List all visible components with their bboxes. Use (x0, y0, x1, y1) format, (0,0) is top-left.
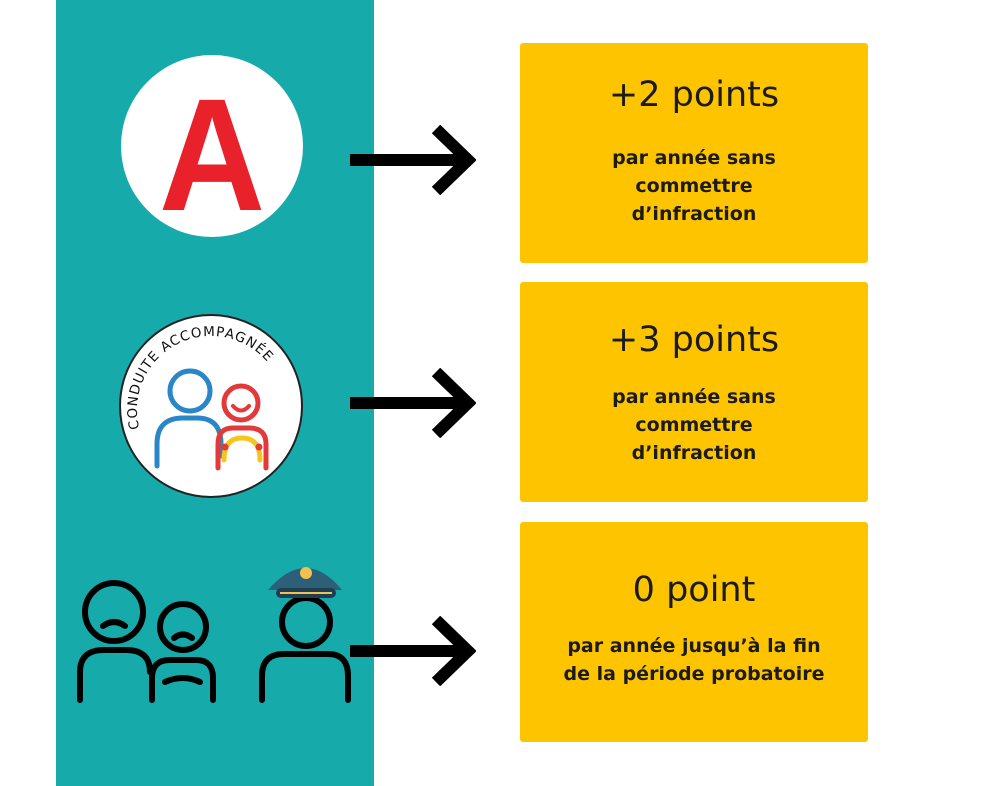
points-card-accompanied: +3 points par année sans commettre d’inf… (520, 282, 868, 502)
card-line: d’infraction (631, 442, 757, 464)
letter-a-text: A (159, 65, 265, 237)
card-line: par année sans (612, 386, 776, 408)
points-card-offence: 0 point par année jusqu’à la fin de la p… (520, 522, 868, 742)
arrow-right-icon (350, 368, 476, 438)
card-line: par année sans (612, 147, 776, 169)
card-line: commettre (635, 414, 753, 436)
points-card-a: +2 points par année sans commettre d’inf… (520, 43, 868, 263)
card-title: 0 point (632, 570, 756, 610)
card-line: d’infraction (631, 203, 757, 225)
card-line: par année jusqu’à la fin (567, 635, 821, 657)
arrow-right-icon (350, 125, 476, 195)
accompanied-driving-badge: CONDUITE ACCOMPAGNÉE (119, 314, 303, 498)
card-line: commettre (635, 175, 753, 197)
new-driver-a-badge: A (121, 55, 303, 237)
letter-a-icon: A (159, 65, 265, 237)
card-description: par année jusqu’à la fin de la période p… (540, 632, 848, 688)
arrow-right-icon (350, 616, 476, 686)
card-description: par année sans commettre d’infraction (570, 144, 818, 228)
police-cap-icon (268, 567, 342, 598)
card-title: +2 points (608, 75, 780, 115)
sad-people-and-police-icon (77, 567, 351, 703)
card-title: +3 points (608, 320, 780, 360)
accompanied-driving-icon: CONDUITE ACCOMPAGNÉE (125, 324, 276, 471)
card-line: de la période probatoire (563, 663, 825, 685)
card-description: par année sans commettre d’infraction (570, 383, 818, 467)
